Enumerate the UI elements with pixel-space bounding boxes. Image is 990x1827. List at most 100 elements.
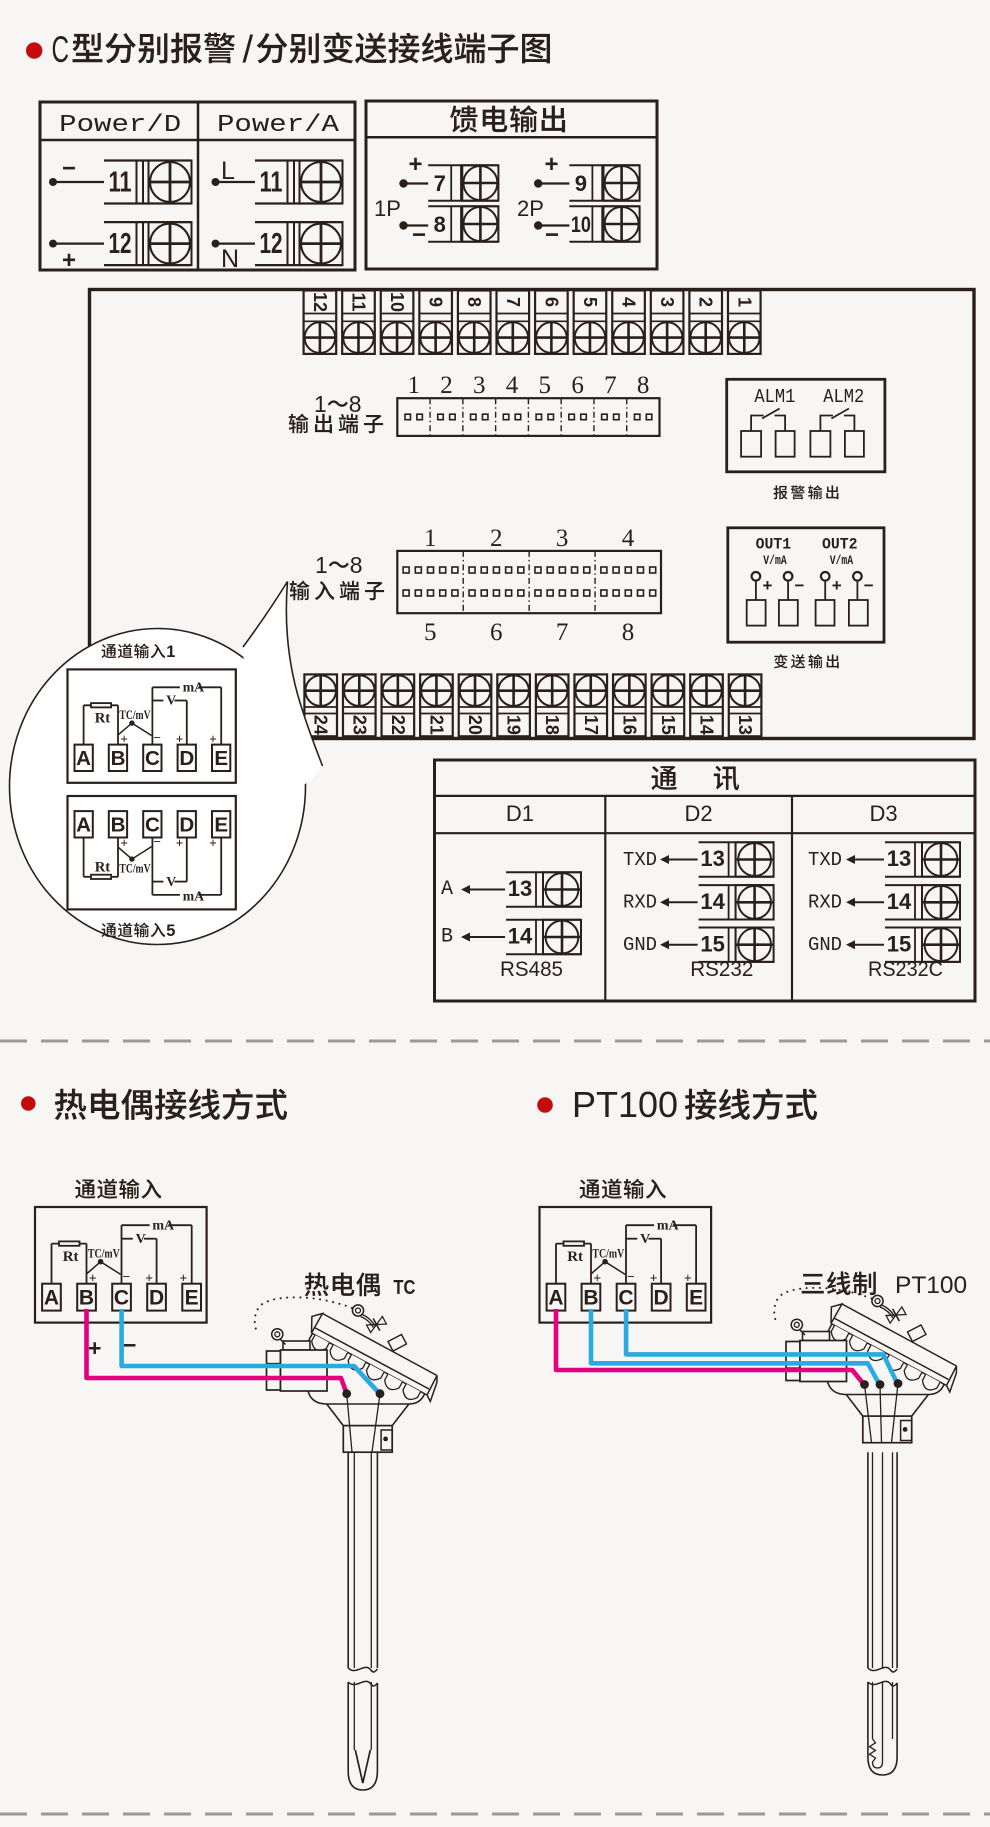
svg-text:Power/A: Power/A (217, 112, 340, 139)
svg-text:OUT1: OUT1 (756, 536, 792, 554)
svg-text:12: 12 (260, 228, 283, 260)
svg-text:7: 7 (604, 372, 617, 399)
svg-text:B: B (79, 1287, 94, 1310)
svg-text:TC/mV: TC/mV (592, 1246, 624, 1261)
svg-text:18: 18 (542, 715, 562, 735)
svg-text:20: 20 (465, 715, 485, 735)
svg-text:1: 1 (424, 525, 437, 552)
svg-text:19: 19 (504, 715, 524, 735)
svg-text:N: N (221, 245, 239, 273)
svg-text:14: 14 (508, 924, 533, 949)
svg-text:5: 5 (539, 372, 552, 399)
svg-text:C: C (145, 747, 160, 770)
svg-text:mA: mA (657, 1218, 680, 1233)
svg-text:+: + (650, 1271, 658, 1286)
svg-text:TXD: TXD (808, 849, 842, 871)
svg-text:13: 13 (887, 846, 911, 871)
svg-text:mA: mA (183, 889, 204, 904)
svg-text:11: 11 (109, 167, 132, 199)
svg-text:ALM1: ALM1 (754, 386, 795, 408)
svg-text:24: 24 (311, 715, 331, 735)
svg-text:D3: D3 (869, 801, 897, 826)
svg-text:L: L (221, 157, 235, 185)
svg-text:D: D (654, 1287, 669, 1310)
svg-text:C: C (145, 814, 160, 837)
svg-text:A: A (76, 747, 91, 770)
svg-text:5: 5 (580, 297, 600, 307)
svg-text:D1: D1 (506, 801, 534, 826)
svg-text:13: 13 (735, 715, 755, 735)
svg-text:12: 12 (109, 228, 132, 260)
svg-text:+: + (763, 576, 773, 595)
svg-text:Rt: Rt (567, 1249, 583, 1265)
svg-text:3: 3 (657, 297, 677, 307)
svg-text:C: C (52, 29, 70, 70)
svg-text:+: + (145, 1271, 153, 1286)
svg-text:RXD: RXD (623, 892, 657, 914)
svg-text:16: 16 (619, 715, 639, 735)
svg-text:−: − (123, 1332, 136, 1358)
svg-text:+: + (62, 247, 76, 274)
svg-text:10: 10 (571, 212, 591, 237)
svg-text:10: 10 (387, 292, 407, 312)
svg-text:Power/D: Power/D (59, 112, 181, 139)
svg-text:−: − (62, 155, 76, 182)
svg-text:−: − (123, 1269, 131, 1284)
svg-text:TC/mV: TC/mV (119, 862, 151, 876)
svg-text:OUT2: OUT2 (822, 536, 858, 554)
svg-text:9: 9 (575, 171, 587, 196)
svg-text:2: 2 (440, 372, 453, 399)
svg-text:+: + (88, 1335, 101, 1361)
svg-text:B: B (111, 814, 126, 837)
svg-text:V: V (166, 874, 176, 889)
svg-text:+: + (120, 732, 128, 747)
svg-text:B: B (441, 926, 453, 949)
svg-text:E: E (689, 1287, 703, 1310)
svg-text:+: + (684, 1271, 692, 1286)
svg-text:−: − (153, 834, 161, 849)
svg-text:1: 1 (314, 391, 327, 417)
svg-text:mA: mA (152, 1218, 175, 1233)
svg-text:V: V (166, 693, 176, 708)
svg-text:22: 22 (388, 715, 408, 735)
svg-text:V/mA: V/mA (830, 553, 854, 568)
svg-text:21: 21 (426, 715, 446, 735)
svg-text:E: E (214, 747, 228, 770)
svg-text:GND: GND (808, 934, 842, 956)
svg-text:E: E (185, 1287, 199, 1310)
svg-text:−: − (627, 1269, 635, 1284)
svg-text:2P: 2P (517, 196, 544, 221)
svg-text:C: C (114, 1287, 129, 1310)
svg-text:+: + (176, 732, 184, 747)
svg-text:1: 1 (315, 552, 328, 578)
svg-text:RXD: RXD (808, 892, 842, 914)
svg-text:14: 14 (697, 715, 717, 735)
svg-text:7: 7 (503, 297, 523, 307)
svg-text:4: 4 (622, 525, 635, 552)
svg-text:8: 8 (464, 297, 484, 307)
svg-text:7: 7 (556, 619, 569, 646)
svg-text:D2: D2 (685, 801, 713, 826)
svg-text:+: + (832, 576, 842, 595)
svg-text:B: B (583, 1287, 598, 1310)
svg-text:−: − (412, 222, 426, 249)
svg-text:2: 2 (490, 525, 503, 552)
svg-text:ALM2: ALM2 (823, 386, 864, 408)
svg-text:TC/mV: TC/mV (119, 708, 151, 722)
svg-text:RS485: RS485 (500, 958, 563, 981)
svg-text:Rt: Rt (95, 860, 111, 876)
svg-text:8: 8 (637, 372, 650, 399)
svg-text:RS232: RS232 (690, 958, 753, 981)
svg-text:mA: mA (183, 679, 204, 694)
svg-text:13: 13 (700, 846, 724, 871)
svg-text:C: C (618, 1287, 633, 1310)
svg-text:13: 13 (508, 876, 532, 901)
svg-text:14: 14 (887, 889, 912, 914)
svg-text:15: 15 (658, 715, 678, 735)
svg-text:TC: TC (393, 1277, 415, 1299)
svg-text:8: 8 (349, 391, 362, 417)
svg-text:B: B (111, 747, 126, 770)
svg-text:+: + (544, 151, 558, 178)
svg-text:14: 14 (700, 889, 725, 914)
svg-text:15: 15 (887, 931, 911, 956)
